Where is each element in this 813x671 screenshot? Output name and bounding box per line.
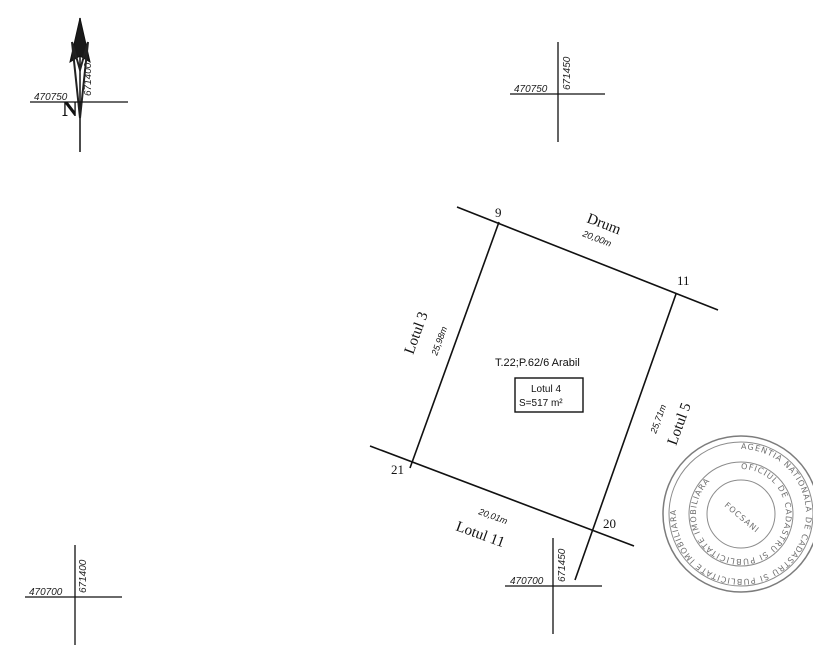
boundary-left (409, 221, 500, 469)
grid-east-label: 470750 (514, 84, 548, 95)
grid-east-label: 470750 (34, 92, 68, 103)
parcel-info: T.22;P.62/6 Arabil (495, 357, 580, 369)
boundary-length-right: 25,71m (648, 403, 668, 436)
grid-north-label: 671450 (557, 548, 568, 582)
lot-name: Lotul 4 (531, 384, 561, 395)
grid-cross-top-right: 470750 671450 (510, 42, 605, 142)
grid-cross-bottom-left: 470700 671400 (25, 545, 122, 645)
grid-east-label: 470700 (29, 587, 63, 598)
lot-label-box (514, 377, 584, 413)
grid-cross-bottom-right: 470700 671450 (505, 538, 602, 634)
vertex-label: 9 (495, 205, 502, 220)
boundary-length-bottom: 20,01m (476, 506, 509, 526)
vertex-label: 20 (603, 516, 616, 531)
boundary-right (574, 293, 677, 581)
vertex-label: 21 (391, 462, 404, 477)
vertex-label: 11 (677, 273, 690, 288)
lot-area: S=517 m² (519, 398, 563, 409)
north-arrow-icon: N 470750 671400 (30, 17, 128, 152)
grid-north-label: 671450 (562, 56, 573, 90)
stamp-center-text: FOCSANI (723, 501, 761, 535)
grid-east-label: 470700 (510, 576, 544, 587)
boundary-length-left: 25,98m (429, 325, 449, 358)
boundary-name-right: Lotul 5 (665, 401, 695, 448)
parcel-boundaries (369, 206, 719, 581)
north-letter: N (62, 96, 78, 121)
boundary-bottom (369, 445, 635, 547)
boundary-name-left: Lotul 3 (402, 310, 432, 357)
grid-north-label: 671400 (78, 559, 89, 593)
boundary-top (456, 206, 719, 311)
grid-north-label: 671400 (83, 62, 94, 96)
official-stamp: AGENTIA NATIONALA DE CADASTRU SI PUBLICI… (662, 435, 813, 593)
